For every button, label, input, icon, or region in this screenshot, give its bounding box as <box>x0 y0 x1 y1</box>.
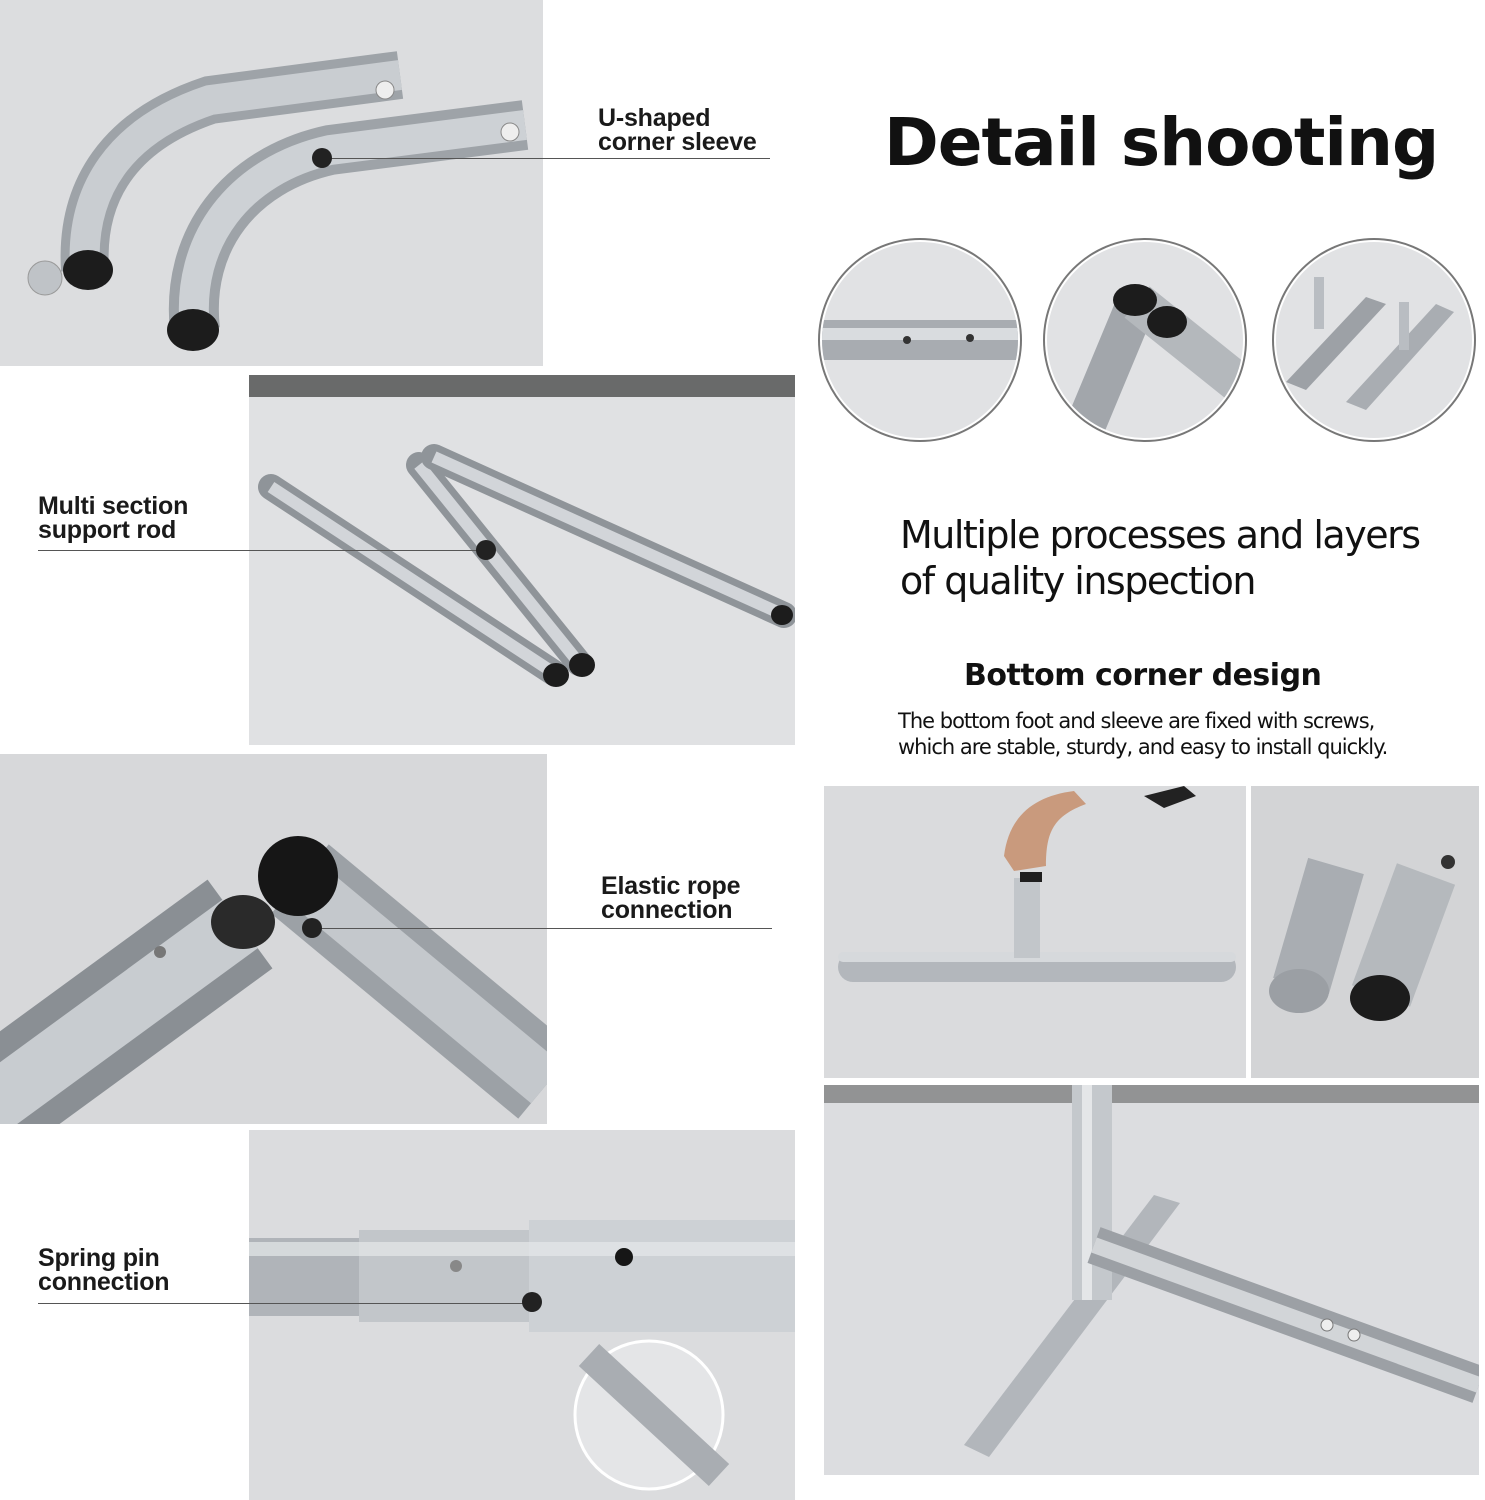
sleeve-ends-illustration <box>1269 855 1456 1021</box>
tube-joint-illustration <box>822 320 1018 360</box>
callout-support-rod-line1: Multi section <box>38 492 189 520</box>
quality-subheading-line2: of quality inspection <box>900 559 1256 603</box>
support-rod-photo <box>249 375 795 745</box>
corner-sleeve-photo <box>0 0 543 366</box>
callout-spring-pin: Spring pin connection <box>38 1244 170 1296</box>
foot-install-photo <box>824 786 1246 1078</box>
corner-sleeve-illustration <box>27 51 529 351</box>
elastic-rope-illustration <box>0 836 547 1124</box>
quality-subheading: Multiple processes and layers of quality… <box>900 512 1421 604</box>
marker-dot-support-rod <box>476 540 496 560</box>
foot-install-illustration <box>838 786 1236 982</box>
marker-dot-spring-pin <box>522 1292 542 1312</box>
detail-circle-elbow-joint <box>1047 242 1243 438</box>
callout-elastic-rope-line2: connection <box>601 896 733 924</box>
assembled-corner-illustration <box>824 1085 1479 1457</box>
assembled-corner-photo <box>824 1085 1479 1475</box>
spring-pin-illustration <box>249 1220 795 1491</box>
detail-circle-base-feet <box>1276 242 1472 438</box>
page-title: Detail shooting <box>884 104 1439 181</box>
base-feet-illustration <box>1286 277 1454 410</box>
detail-circle-tube-joint <box>822 242 1018 438</box>
callout-elastic-rope-line1: Elastic rope <box>601 872 741 900</box>
elbow-joint-illustration <box>1068 284 1243 430</box>
elastic-rope-photo <box>0 754 547 1124</box>
leader-line-spring-pin <box>38 1303 534 1304</box>
callout-corner-sleeve-line1: U-shaped <box>598 104 711 132</box>
spring-pin-photo <box>249 1130 795 1500</box>
callout-elastic-rope: Elastic rope connection <box>601 872 741 924</box>
leader-line-support-rod <box>38 550 486 551</box>
marker-dot-elastic-rope <box>302 918 322 938</box>
bottom-corner-title: Bottom corner design <box>964 658 1322 693</box>
callout-support-rod: Multi section support rod <box>38 492 189 544</box>
quality-subheading-line1: Multiple processes and layers <box>900 513 1421 557</box>
callout-spring-pin-line2: connection <box>38 1268 170 1296</box>
sleeve-ends-photo <box>1251 786 1479 1078</box>
bottom-corner-description-line2: which are stable, sturdy, and easy to in… <box>898 735 1388 759</box>
callout-corner-sleeve-line2: corner sleeve <box>598 128 757 156</box>
support-rod-illustration <box>249 375 795 687</box>
bottom-corner-description: The bottom foot and sleeve are fixed wit… <box>898 708 1388 760</box>
bottom-corner-description-line1: The bottom foot and sleeve are fixed wit… <box>898 709 1375 733</box>
callout-corner-sleeve: U-shaped corner sleeve <box>598 104 757 156</box>
leader-line-elastic-rope <box>312 928 772 929</box>
leader-line-corner-sleeve <box>322 158 770 159</box>
callout-support-rod-line2: support rod <box>38 516 177 544</box>
callout-spring-pin-line1: Spring pin <box>38 1244 160 1272</box>
marker-dot-corner-sleeve <box>312 148 332 168</box>
